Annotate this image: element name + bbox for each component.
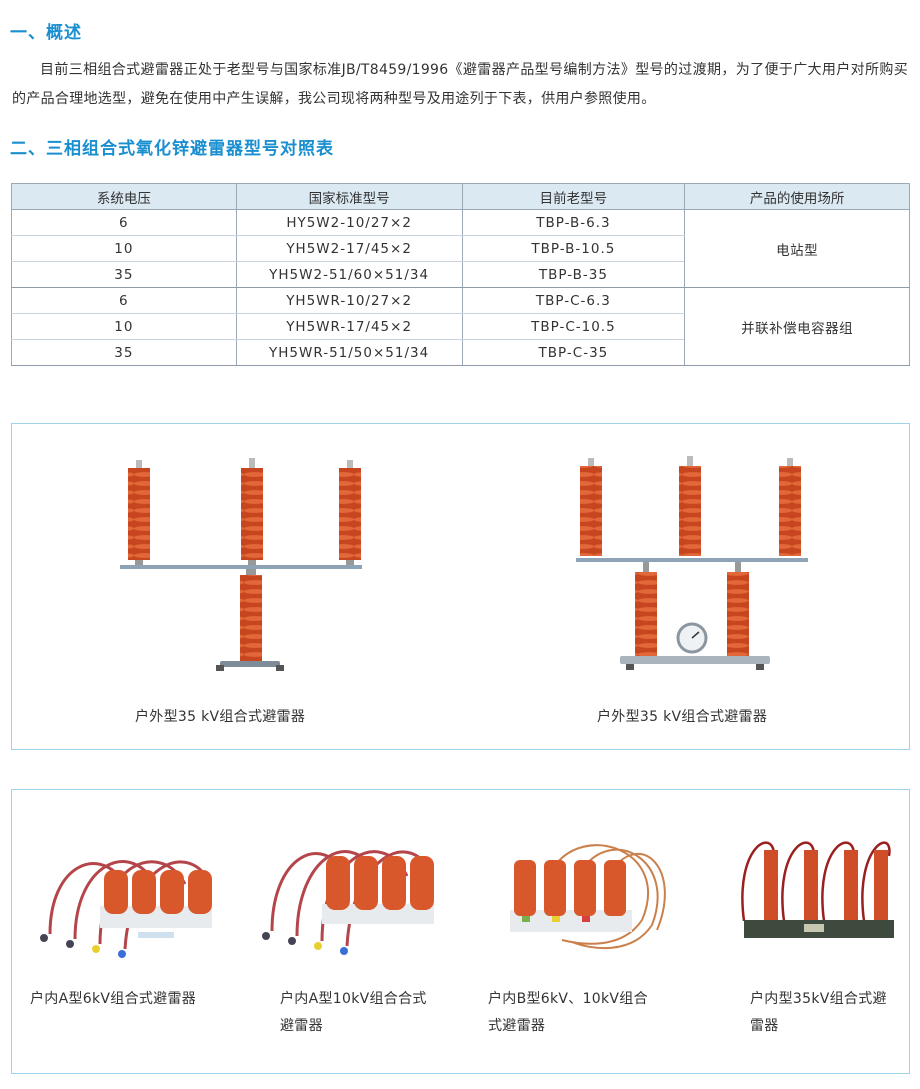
cell-usage-capacitor: 并联补偿电容器组: [684, 287, 910, 366]
header-usage: 产品的使用场所: [684, 183, 910, 210]
cell-voltage: 35: [11, 261, 237, 288]
header-voltage: 系统电压: [11, 183, 237, 210]
cell-old-model: TBP-C-6.3: [461, 287, 686, 314]
overview-paragraph: 目前三相组合式避雷器正处于老型号与国家标准JB/T8459/1996《避雷器产品…: [12, 62, 908, 107]
outdoor-arrester-image-2: [576, 456, 808, 670]
cell-standard-model: YH5W2-51/60×51/34: [235, 261, 463, 288]
table-row: 35 YH5WR-51/50×51/34 TBP-C-35: [11, 339, 910, 366]
table-row: 10 YH5WR-17/45×2 TBP-C-10.5: [11, 313, 910, 340]
cell-voltage: 10: [11, 313, 237, 340]
section-title-overview: 一、概述: [10, 23, 82, 43]
cell-voltage: 6: [11, 209, 237, 236]
cell-old-model: TBP-C-10.5: [461, 313, 686, 340]
cell-standard-model: HY5W2-10/27×2: [235, 209, 463, 236]
cell-standard-model: YH5W2-17/45×2: [235, 235, 463, 262]
model-comparison-table: 系统电压 国家标准型号 目前老型号 产品的使用场所 6 HY5W2-10/27×…: [11, 183, 910, 366]
cell-standard-model: YH5WR-17/45×2: [235, 313, 463, 340]
outdoor-arrester-image-1: [120, 458, 362, 671]
indoor-caption-1: 户内A型6kV组合式避雷器: [30, 991, 197, 1007]
indoor-35kv-image: [741, 841, 894, 938]
cell-old-model: TBP-B-35: [461, 261, 686, 288]
cell-old-model: TBP-C-35: [461, 339, 686, 366]
cell-voltage: 6: [11, 287, 237, 314]
header-old-model: 目前老型号: [461, 183, 686, 210]
indoor-a-6kv-image: [40, 860, 212, 958]
table-row: 10 YH5W2-17/45×2 TBP-B-10.5: [11, 235, 910, 262]
cell-voltage: 35: [11, 339, 237, 366]
table-row: 35 YH5W2-51/60×51/34 TBP-B-35: [11, 261, 910, 288]
cell-usage-station: 电站型: [684, 209, 910, 288]
outdoor-product-panel: 户外型35 kV组合式避雷器: [11, 423, 910, 750]
table-row: 6 YH5WR-10/27×2 TBP-C-6.3 并联补偿电容器组: [11, 287, 910, 366]
outdoor-caption-2: 户外型35 kV组合式避雷器: [597, 709, 768, 725]
cell-old-model: TBP-B-6.3: [461, 209, 686, 236]
indoor-product-panel: 户内A型6kV组合式避雷器 户内A型10kV组合合式避雷器: [11, 789, 910, 1074]
cell-standard-model: YH5WR-10/27×2: [235, 287, 463, 314]
table-row: 6 HY5W2-10/27×2 TBP-B-6.3 电站型: [11, 209, 910, 288]
cell-standard-model: YH5WR-51/50×51/34: [235, 339, 463, 366]
section-title-model-table: 二、三相组合式氧化锌避雷器型号对照表: [10, 139, 334, 159]
outdoor-caption-1: 户外型35 kV组合式避雷器: [135, 709, 306, 725]
header-standard-model: 国家标准型号: [235, 183, 463, 210]
indoor-a-10kv-image: [262, 850, 434, 955]
cell-voltage: 10: [11, 235, 237, 262]
indoor-caption-3: 户内B型6kV、10kV组合式避雷器: [488, 991, 648, 1034]
indoor-caption-2: 户内A型10kV组合合式避雷器: [280, 991, 427, 1034]
indoor-b-image: [510, 844, 666, 950]
indoor-caption-4: 户内型35kV组合式避雷器: [750, 991, 887, 1034]
table-header-row: 系统电压 国家标准型号 目前老型号 产品的使用场所: [11, 183, 910, 210]
cell-old-model: TBP-B-10.5: [461, 235, 686, 262]
